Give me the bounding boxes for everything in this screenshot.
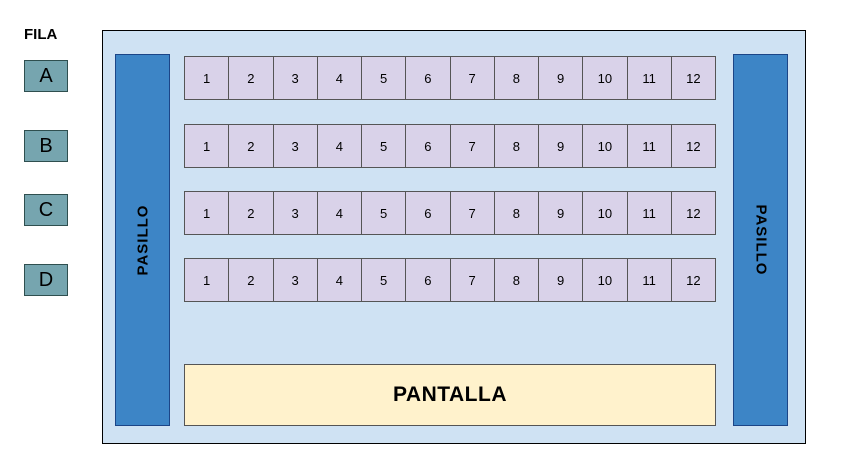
seat-row-a: 1 2 3 4 5 6 7 8 9 10 11 12 (184, 56, 716, 100)
seat[interactable]: 6 (406, 57, 451, 99)
seat[interactable]: 11 (628, 259, 672, 301)
seat[interactable]: 2 (229, 192, 274, 234)
seat[interactable]: 7 (451, 192, 495, 234)
seat-row-d: 1 2 3 4 5 6 7 8 9 10 11 12 (184, 258, 716, 302)
seat[interactable]: 1 (185, 125, 230, 167)
seat[interactable]: 8 (495, 192, 539, 234)
seat[interactable]: 9 (539, 125, 584, 167)
seat[interactable]: 11 (628, 192, 672, 234)
seat[interactable]: 8 (495, 259, 539, 301)
seat[interactable]: 5 (362, 125, 407, 167)
row-label-a[interactable]: A (24, 60, 68, 92)
seat[interactable]: 10 (583, 192, 628, 234)
seat[interactable]: 5 (362, 57, 407, 99)
seat[interactable]: 3 (274, 125, 318, 167)
seat[interactable]: 8 (495, 57, 539, 99)
seat[interactable]: 11 (628, 125, 672, 167)
seat[interactable]: 1 (185, 57, 230, 99)
seat[interactable]: 7 (451, 57, 495, 99)
left-aisle-label: PASILLO (134, 204, 151, 276)
seat[interactable]: 9 (539, 259, 584, 301)
seat[interactable]: 5 (362, 259, 407, 301)
seat[interactable]: 10 (583, 57, 628, 99)
seat[interactable]: 2 (229, 125, 274, 167)
seat[interactable]: 4 (318, 192, 362, 234)
seat[interactable]: 7 (451, 125, 495, 167)
fila-heading: FILA (24, 26, 58, 43)
seat[interactable]: 4 (318, 125, 362, 167)
screen: PANTALLA (184, 364, 716, 426)
seat-row-c: 1 2 3 4 5 6 7 8 9 10 11 12 (184, 191, 716, 235)
seat[interactable]: 5 (362, 192, 407, 234)
seat[interactable]: 4 (318, 57, 362, 99)
seat[interactable]: 12 (686, 272, 701, 288)
seat-row-b: 1 2 3 4 5 6 7 8 9 10 11 12 (184, 124, 716, 168)
seat[interactable]: 12 (686, 205, 701, 221)
seat[interactable]: 11 (628, 57, 672, 99)
seat[interactable]: 6 (406, 259, 451, 301)
right-aisle-label: PASILLO (752, 204, 769, 276)
seat[interactable]: 4 (318, 259, 362, 301)
seat[interactable]: 2 (229, 57, 274, 99)
row-label-d[interactable]: D (24, 264, 68, 296)
seat[interactable]: 6 (406, 125, 451, 167)
right-aisle: PASILLO (733, 54, 788, 426)
seat[interactable]: 12 (686, 70, 701, 86)
seat[interactable]: 10 (583, 259, 628, 301)
seat[interactable]: 1 (185, 259, 230, 301)
seat[interactable]: 3 (274, 57, 318, 99)
seat[interactable]: 8 (495, 125, 539, 167)
seat[interactable]: 1 (185, 192, 230, 234)
row-label-c[interactable]: C (24, 194, 68, 226)
seat[interactable]: 2 (229, 259, 274, 301)
seat[interactable]: 9 (539, 192, 584, 234)
seat[interactable]: 9 (539, 57, 584, 99)
row-label-b[interactable]: B (24, 130, 68, 162)
seat[interactable]: 7 (451, 259, 495, 301)
seat[interactable]: 3 (274, 259, 318, 301)
seat[interactable]: 3 (274, 192, 318, 234)
seat[interactable]: 12 (686, 138, 701, 154)
seat[interactable]: 6 (406, 192, 451, 234)
seat[interactable]: 10 (583, 125, 628, 167)
left-aisle: PASILLO (115, 54, 170, 426)
